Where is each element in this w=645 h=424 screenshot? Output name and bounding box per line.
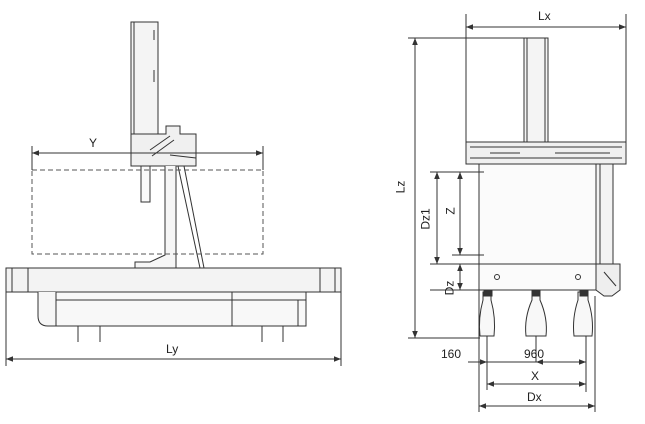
- base-side: [38, 292, 56, 326]
- side-view: [6, 22, 341, 366]
- granite-table-front: [479, 164, 596, 290]
- label-lx: Lx: [538, 9, 551, 23]
- label-dz1: Dz1: [418, 208, 433, 230]
- label-x: X: [531, 369, 540, 383]
- measuring-volume-side: [32, 170, 263, 254]
- label-z: Z: [443, 207, 458, 215]
- label-y: Y: [89, 136, 98, 150]
- label-offset: 160: [441, 347, 462, 361]
- drive-box: [596, 264, 620, 296]
- label-dx: Dx: [527, 390, 542, 404]
- granite-table-side: [6, 268, 341, 292]
- label-lz: Lz: [393, 180, 408, 194]
- probe-side: [141, 166, 150, 202]
- front-view: [408, 14, 626, 412]
- foot-middle: [526, 292, 547, 336]
- foot-left: [479, 292, 494, 336]
- label-dz: Dz: [442, 280, 457, 296]
- label-ly: Ly: [166, 342, 179, 356]
- foot-right: [574, 292, 593, 336]
- bridge-leg: [596, 164, 613, 264]
- label-spacing: 960: [524, 347, 545, 361]
